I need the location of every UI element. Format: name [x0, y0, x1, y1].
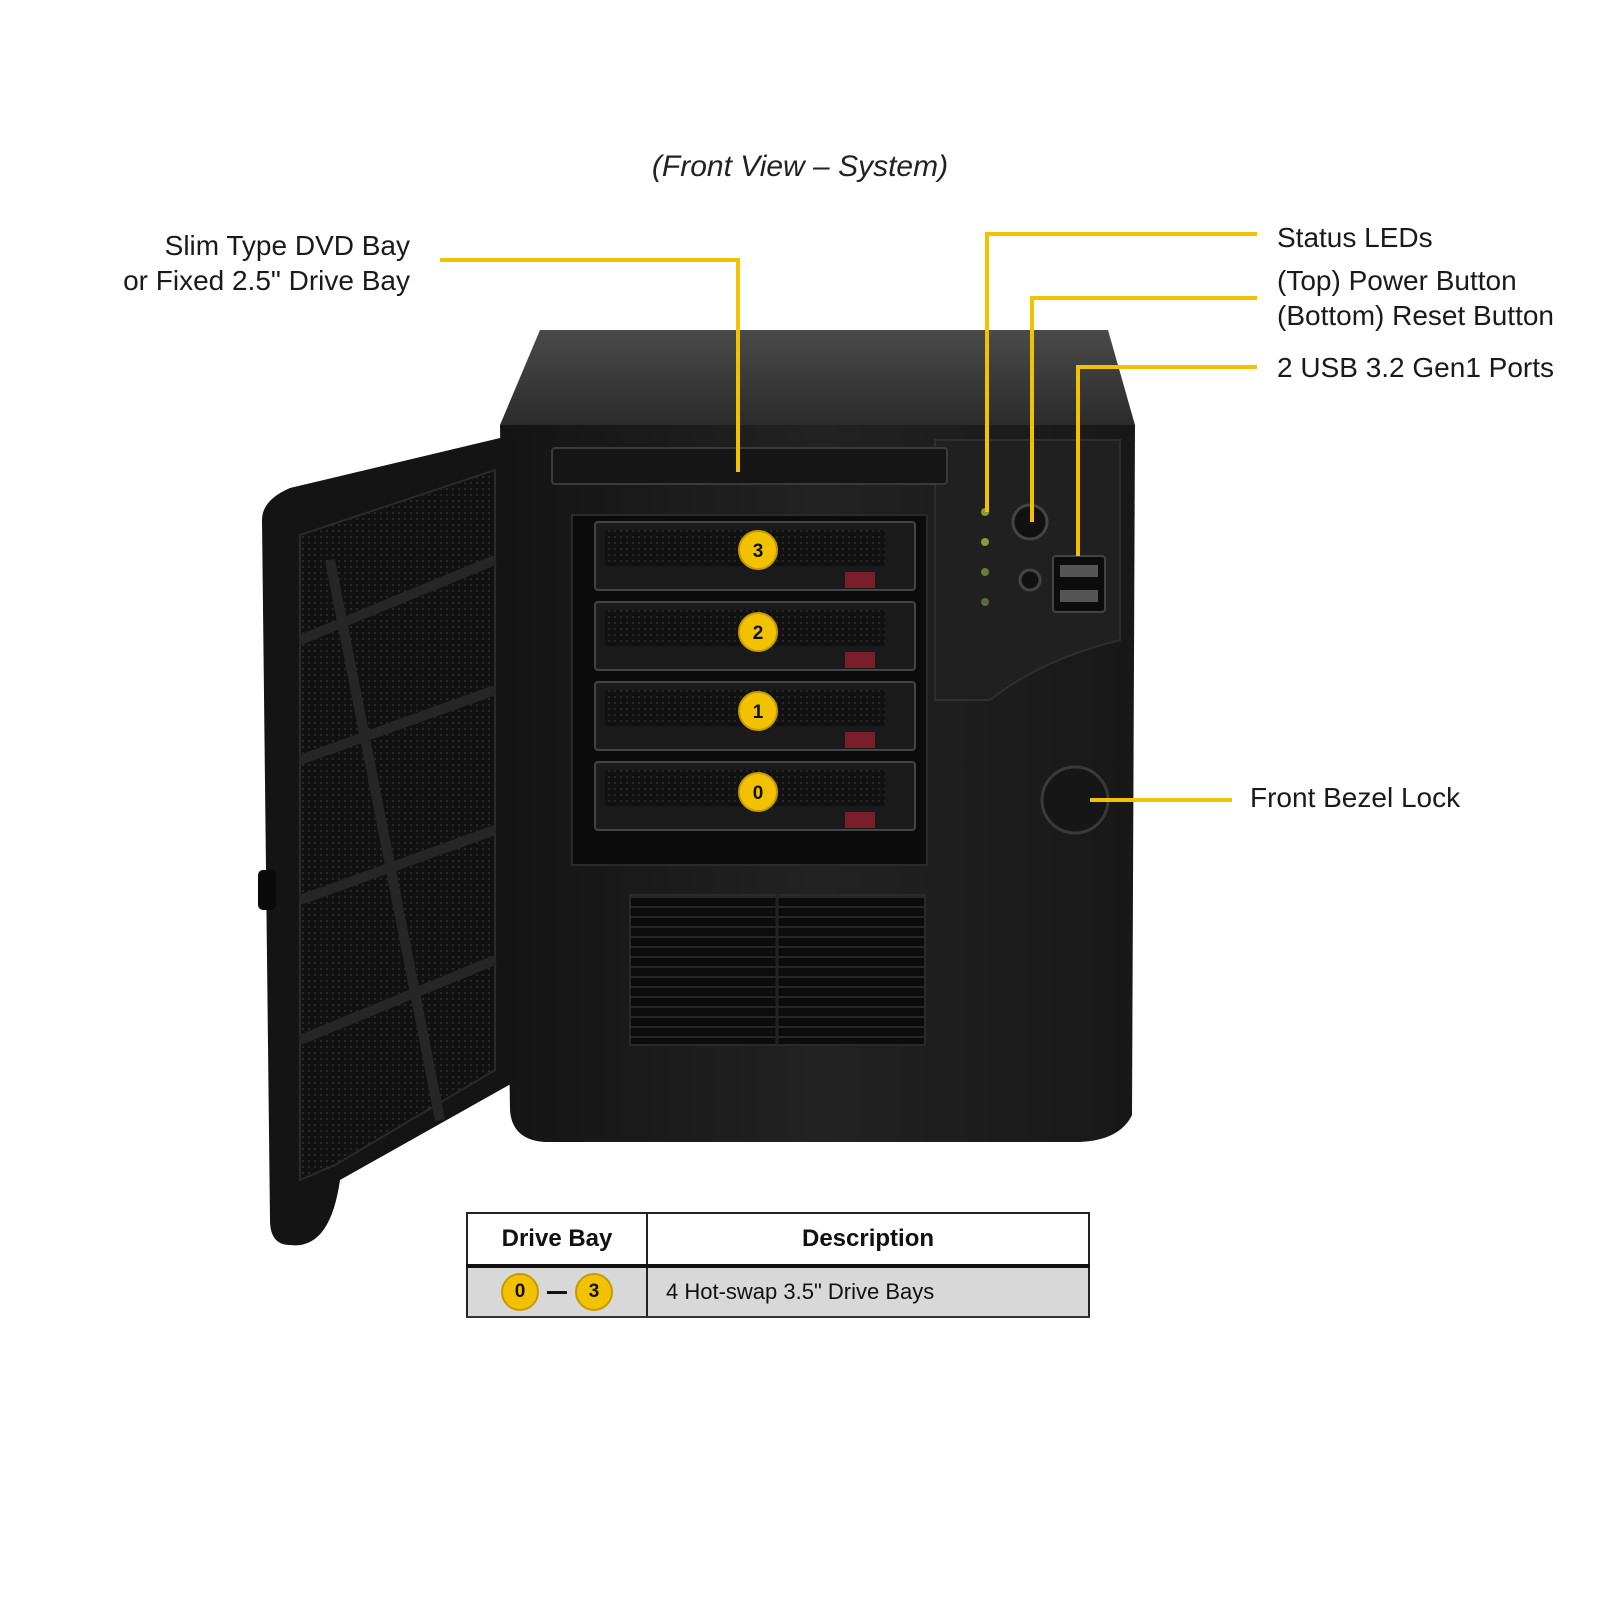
- bay-range-end-badge: 3: [575, 1273, 613, 1311]
- label-bezel-lock: Front Bezel Lock: [1250, 782, 1461, 813]
- door-hinge: [258, 870, 276, 910]
- bay-badge-2: 2: [738, 612, 778, 652]
- callout-line-power-button: [1030, 296, 1257, 522]
- callout-line-dvd-bay: [440, 258, 740, 472]
- label-power-button: (Top) Power Button: [1277, 265, 1517, 296]
- bay-number-1: 1: [753, 702, 764, 723]
- table-header-row: Drive Bay Description: [466, 1212, 1090, 1268]
- header-drive-bay: Drive Bay: [466, 1212, 648, 1268]
- callout-line-status-leds: [985, 232, 1257, 512]
- bay-number-0: 0: [753, 783, 764, 804]
- label-usb-ports: 2 USB 3.2 Gen1 Ports: [1277, 352, 1555, 383]
- chassis-top: [500, 330, 1135, 425]
- bay-number-3: 3: [753, 541, 764, 562]
- bay-badge-1: 1: [738, 691, 778, 731]
- bay-badge-0: 0: [738, 772, 778, 812]
- header-description: Description: [647, 1212, 1090, 1268]
- label-dvd-bay-line2: or Fixed 2.5" Drive Bay: [123, 265, 410, 296]
- callout-line-usb-ports: [1076, 365, 1257, 556]
- bay-badges: 3 2 1 0: [738, 530, 778, 812]
- dvd-bay: [551, 447, 948, 485]
- figure-title: (Front View – System): [651, 150, 949, 183]
- reset-button-shape: [1018, 568, 1042, 592]
- label-reset-button: (Bottom) Reset Button: [1277, 300, 1555, 331]
- callout-lines: [440, 232, 1257, 802]
- range-dash: [547, 1290, 567, 1294]
- label-status-leds: Status LEDs: [1277, 222, 1433, 253]
- bay-range-start-badge: 0: [501, 1273, 539, 1311]
- cell-description: 4 Hot-swap 3.5" Drive Bays: [647, 1266, 1090, 1318]
- bay-number-2: 2: [753, 623, 764, 644]
- label-dvd-bay-line1: Slim Type DVD Bay: [164, 230, 410, 261]
- usb-port-shapes: [1052, 555, 1106, 613]
- bay-badge-3: 3: [738, 530, 778, 570]
